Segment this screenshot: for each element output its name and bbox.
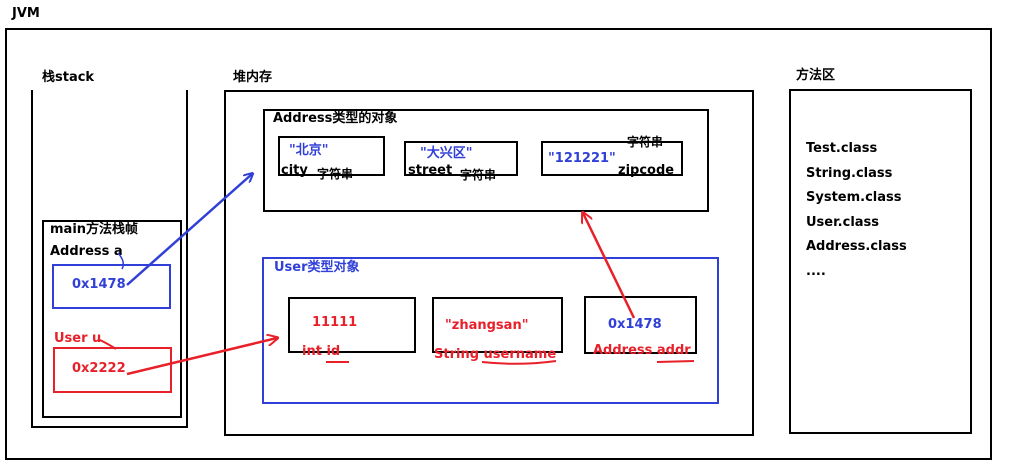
var-a-box <box>52 264 171 309</box>
username-field-box <box>432 297 563 353</box>
underline-username <box>481 360 557 365</box>
annotation-stroke-a <box>117 252 125 270</box>
city-field-box <box>278 136 385 176</box>
stack-title: 栈stack <box>42 70 95 85</box>
user-object-box <box>262 257 719 404</box>
main-stack-frame <box>42 220 182 418</box>
class-item-user: User.class <box>806 214 880 230</box>
street-type: 字符串 <box>460 168 497 182</box>
addr-field-box <box>584 296 697 354</box>
underline-addr <box>656 360 695 363</box>
user-object-title: User类型对象 <box>274 260 360 275</box>
class-item-system: System.class <box>806 190 902 205</box>
annotation-stroke-u <box>99 339 117 350</box>
addr-value: 0x1478 <box>608 317 662 332</box>
id-value: 11111 <box>312 315 358 330</box>
frame-title: main方法栈帧 <box>50 222 139 237</box>
street-value: "大兴区" <box>420 146 473 161</box>
zipcode-type: 字符串 <box>627 135 664 149</box>
arrow-u-to-user-object <box>126 338 277 376</box>
id-name: int id <box>302 344 341 359</box>
address-object-box <box>263 109 709 212</box>
id-field-box <box>288 297 416 353</box>
var-u-value: 0x2222 <box>72 361 126 376</box>
zipcode-name: zipcode <box>618 163 675 178</box>
method-area <box>789 89 972 434</box>
city-name: city <box>281 163 308 178</box>
city-value: "北京" <box>289 143 329 158</box>
street-field-box <box>404 141 518 176</box>
class-item-address: Address.class <box>806 239 907 254</box>
arrow-a-to-address-object <box>126 174 252 286</box>
city-type: 字符串 <box>317 167 354 181</box>
username-name: String username <box>434 347 557 362</box>
class-item-string: String.class <box>806 165 893 181</box>
zipcode-field-box <box>541 141 683 176</box>
var-a-label: Address a <box>50 244 123 259</box>
address-object-title: Address类型的对象 <box>273 111 398 126</box>
var-u-label: User u <box>54 331 102 346</box>
addr-name: Address addr <box>593 343 691 358</box>
username-value: "zhangsan" <box>445 318 529 333</box>
class-item-ellipsis: .... <box>806 263 826 279</box>
var-a-value: 0x1478 <box>72 277 126 292</box>
street-name: street <box>408 163 453 178</box>
zipcode-value: "121221" <box>548 151 616 166</box>
heap-area <box>224 90 754 436</box>
heap-title: 堆内存 <box>233 70 273 85</box>
class-item-test: Test.class <box>806 141 878 156</box>
jvm-container <box>5 28 992 460</box>
class-list: Test.class String.class System.class Use… <box>806 137 907 284</box>
jvm-title: JVM <box>12 6 40 21</box>
stack-area <box>31 90 188 428</box>
arrow-addr-to-address-object <box>583 213 636 319</box>
var-u-box <box>53 347 172 393</box>
method-area-title: 方法区 <box>796 68 836 83</box>
